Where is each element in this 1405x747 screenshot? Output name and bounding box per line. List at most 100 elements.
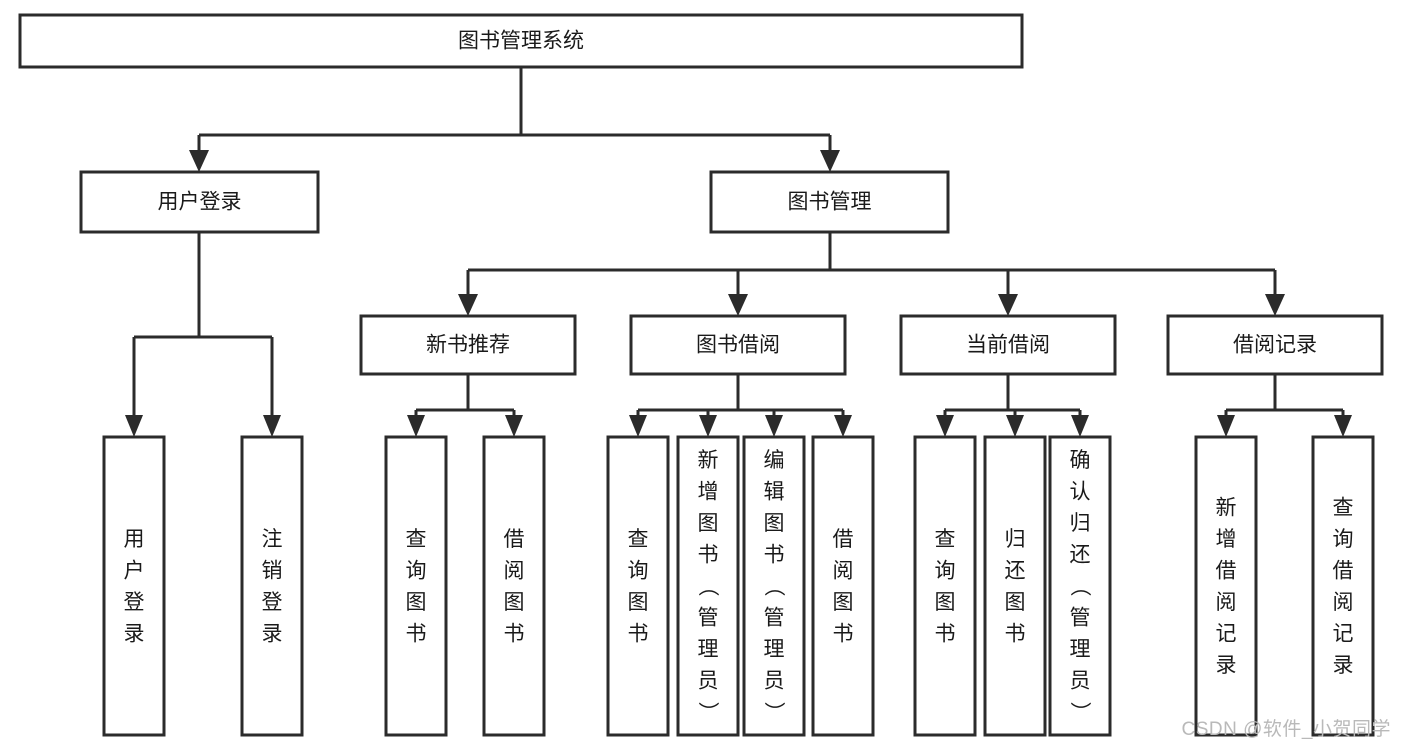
node-leaf-user-login-box[interactable] bbox=[102, 435, 166, 737]
leaf-label-char: 图 bbox=[698, 512, 719, 535]
leaf-label-char: 询 bbox=[406, 559, 427, 582]
leaf-label-char: 管 bbox=[698, 607, 719, 630]
leaf-label-char: 增 bbox=[698, 481, 719, 504]
arrow-head-icon bbox=[407, 415, 425, 437]
leaf-label-char: 辑 bbox=[764, 481, 785, 504]
leaf-label-char: 理 bbox=[1070, 638, 1091, 661]
leaf-label-char: 录 bbox=[1333, 654, 1354, 677]
node-user-login-label: 用户登录 bbox=[158, 191, 242, 214]
leaf-label-char: 借 bbox=[1333, 559, 1354, 582]
node-book-borrow-box[interactable] bbox=[629, 314, 847, 376]
connector-group-root bbox=[189, 67, 840, 172]
arrow-head-icon bbox=[505, 415, 523, 437]
node-leaf-query-book-3[interactable] bbox=[913, 435, 977, 737]
arrow-head-icon bbox=[125, 415, 143, 437]
node-leaf-add-borrow-record-box[interactable] bbox=[1194, 435, 1258, 737]
leaf-label-char: 图 bbox=[628, 591, 649, 614]
node-current-borrow-label: 当前借阅 bbox=[966, 334, 1050, 357]
node-leaf-add-book-admin-box[interactable] bbox=[676, 435, 740, 737]
node-leaf-borrow-book-1[interactable] bbox=[482, 435, 546, 737]
node-borrow-record[interactable]: 借阅记录 bbox=[1166, 314, 1384, 376]
node-leaf-confirm-return-admin-box[interactable] bbox=[1048, 435, 1112, 737]
node-book-borrow[interactable]: 图书借阅 bbox=[629, 314, 847, 376]
arrow-head-icon bbox=[820, 150, 840, 172]
leaf-label-char: 阅 bbox=[1216, 591, 1237, 614]
node-leaf-query-book-2-box[interactable] bbox=[606, 435, 670, 737]
leaf-label-char: 记 bbox=[1333, 622, 1354, 645]
node-leaf-borrow-book-2-box[interactable] bbox=[811, 435, 875, 737]
node-current-borrow[interactable]: 当前借阅 bbox=[899, 314, 1117, 376]
node-leaf-query-borrow-record[interactable] bbox=[1311, 435, 1375, 737]
leaf-label-char: 图 bbox=[764, 512, 785, 535]
node-root-label: 图书管理系统 bbox=[458, 30, 584, 53]
arrow-head-icon bbox=[629, 415, 647, 437]
node-leaf-borrow-book-1-box[interactable] bbox=[482, 435, 546, 737]
node-leaf-query-book-1-box[interactable] bbox=[384, 435, 448, 737]
arrow-head-icon bbox=[189, 150, 209, 172]
node-leaf-query-book-2[interactable] bbox=[606, 435, 670, 737]
node-leaf-user-logout-box[interactable] bbox=[240, 435, 304, 737]
connector-group-borrow-record bbox=[1217, 374, 1352, 437]
leaf-label-char: 借 bbox=[504, 528, 525, 551]
node-book-management-label: 图书管理 bbox=[788, 191, 872, 214]
node-book-management[interactable]: 图书管理 bbox=[709, 170, 950, 234]
connector-group-user-login bbox=[125, 232, 281, 437]
node-leaf-borrow-book-2[interactable] bbox=[811, 435, 875, 737]
leaf-label-char: 图 bbox=[833, 591, 854, 614]
leaf-label-char: 认 bbox=[1070, 481, 1091, 504]
leaf-label-char: 录 bbox=[1216, 654, 1237, 677]
leaf-label-char: 管 bbox=[1070, 607, 1091, 630]
node-user-login[interactable]: 用户登录 bbox=[79, 170, 320, 234]
leaf-label-char: 阅 bbox=[833, 559, 854, 582]
leaf-label-layer: 用户登录注销登录查询图书借阅图书查询图书新增图书（管理员）编辑图书（管理员）借阅… bbox=[124, 449, 1354, 723]
node-book-management-box[interactable] bbox=[709, 170, 950, 234]
leaf-label-char: 注 bbox=[262, 528, 283, 551]
leaf-label-char: 书 bbox=[406, 622, 427, 645]
leaf-label-char: 查 bbox=[1333, 496, 1354, 519]
leaf-label-char: （ bbox=[1068, 576, 1091, 597]
node-borrow-record-box[interactable] bbox=[1166, 314, 1384, 376]
arrow-head-icon bbox=[834, 415, 852, 437]
node-leaf-edit-book-admin-box[interactable] bbox=[742, 435, 806, 737]
leaf-label-char: ） bbox=[762, 702, 785, 723]
node-leaf-user-login[interactable] bbox=[102, 435, 166, 737]
node-leaf-query-borrow-record-box[interactable] bbox=[1311, 435, 1375, 737]
node-leaf-edit-book-admin[interactable] bbox=[742, 435, 806, 737]
leaf-label-char: 新 bbox=[1216, 496, 1237, 519]
arrow-head-icon bbox=[1071, 415, 1089, 437]
node-leaf-user-logout[interactable] bbox=[240, 435, 304, 737]
leaf-label-char: 用 bbox=[124, 528, 145, 551]
leaf-label-char: 查 bbox=[406, 528, 427, 551]
leaf-label-char: 书 bbox=[833, 622, 854, 645]
node-leaf-query-book-1[interactable] bbox=[384, 435, 448, 737]
node-new-book-recommend-box[interactable] bbox=[359, 314, 577, 376]
leaf-label-char: 借 bbox=[833, 528, 854, 551]
node-leaf-return-book-box[interactable] bbox=[983, 435, 1047, 737]
node-leaf-query-book-3-box[interactable] bbox=[913, 435, 977, 737]
node-leaf-add-borrow-record[interactable] bbox=[1194, 435, 1258, 737]
node-root[interactable]: 图书管理系统 bbox=[18, 13, 1024, 69]
connector-group-current-borrow bbox=[936, 374, 1089, 437]
node-leaf-return-book[interactable] bbox=[983, 435, 1047, 737]
node-user-login-box[interactable] bbox=[79, 170, 320, 234]
node-new-book-recommend[interactable]: 新书推荐 bbox=[359, 314, 577, 376]
leaf-label-char: 书 bbox=[504, 622, 525, 645]
node-root-box[interactable] bbox=[18, 13, 1024, 69]
node-leaf-confirm-return-admin[interactable] bbox=[1048, 435, 1112, 737]
node-current-borrow-box[interactable] bbox=[899, 314, 1117, 376]
leaf-label-char: 新 bbox=[698, 449, 719, 472]
leaf-label-char: 借 bbox=[1216, 559, 1237, 582]
node-leaf-add-book-admin[interactable] bbox=[676, 435, 740, 737]
arrow-head-icon bbox=[936, 415, 954, 437]
leaf-label-char: 理 bbox=[698, 638, 719, 661]
leaf-label-char: 图 bbox=[1005, 591, 1026, 614]
leaf-label-char: 还 bbox=[1005, 559, 1026, 582]
leaf-label-char: 书 bbox=[698, 544, 719, 567]
node-new-book-recommend-label: 新书推荐 bbox=[426, 334, 510, 357]
connector-group-new-book-recommend bbox=[407, 374, 523, 437]
